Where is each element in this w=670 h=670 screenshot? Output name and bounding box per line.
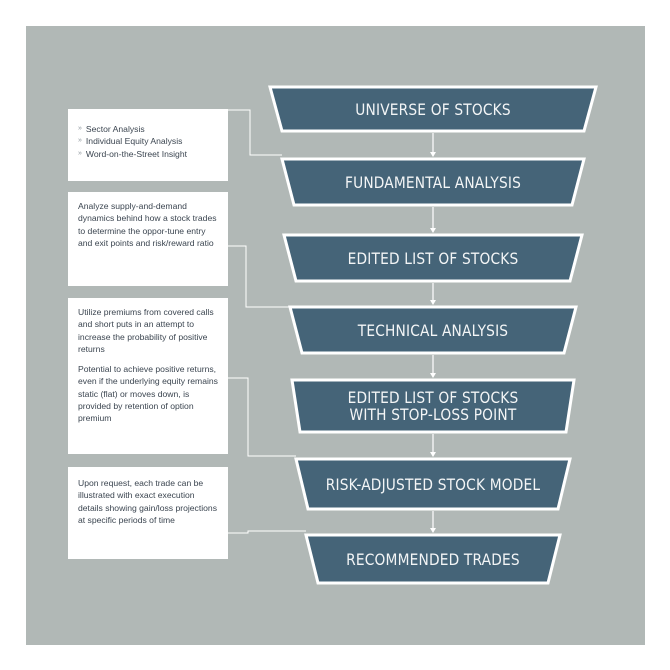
funnel-stage-shape xyxy=(304,533,562,585)
note-bullet-item: »Word-on-the-Street Insight xyxy=(78,148,218,160)
note-bullet-item: »Individual Equity Analysis xyxy=(78,135,218,147)
chevron-bullet-icon: » xyxy=(78,149,82,157)
options-retention-text: Potential to achieve positive returns, e… xyxy=(78,364,218,424)
arrow-down-icon xyxy=(430,152,436,157)
funnel-stage-shape xyxy=(268,85,598,133)
trade-illustration-note: Upon request, each trade can be illustra… xyxy=(68,467,228,559)
fundamental-analysis-note: »Sector Analysis »Individual Equity Anal… xyxy=(68,109,228,181)
options-premium-text: Utilize premiums from covered calls and … xyxy=(78,307,214,354)
arrow-down-icon xyxy=(430,452,436,457)
bullet-text-word-on-the-street: Word-on-the-Street Insight xyxy=(85,148,188,159)
arrow-down-icon xyxy=(430,528,436,533)
arrow-down-icon xyxy=(430,373,436,378)
technical-analysis-text: Analyze supply-and-demand dynamics behin… xyxy=(78,201,217,248)
note-bullet-item: »Sector Analysis xyxy=(78,123,218,135)
funnel-stage-shape xyxy=(288,305,578,355)
funnel-stage-shape xyxy=(280,157,586,207)
arrow-down-icon xyxy=(430,228,436,233)
funnel-stage-shape xyxy=(294,457,572,511)
connector-line xyxy=(228,377,296,457)
funnel-stage-shape xyxy=(282,233,584,283)
chevron-bullet-icon: » xyxy=(78,137,82,145)
chevron-bullet-icon: » xyxy=(78,125,82,132)
connector-line xyxy=(228,245,290,308)
options-strategy-note: Utilize premiums from covered calls and … xyxy=(68,298,228,454)
arrow-down-icon xyxy=(430,300,436,305)
connector-line xyxy=(228,109,282,156)
bullet-text-sector-analysis: Sector Analysis xyxy=(85,124,145,134)
funnel-stage-shape xyxy=(290,378,576,434)
technical-analysis-note: Analyze supply-and-demand dynamics behin… xyxy=(68,192,228,286)
connector-line xyxy=(228,530,306,534)
trade-illustration-text: Upon request, each trade can be illustra… xyxy=(78,478,218,525)
bullet-text-individual-equity-analysis: Individual Equity Analysis xyxy=(85,136,183,147)
